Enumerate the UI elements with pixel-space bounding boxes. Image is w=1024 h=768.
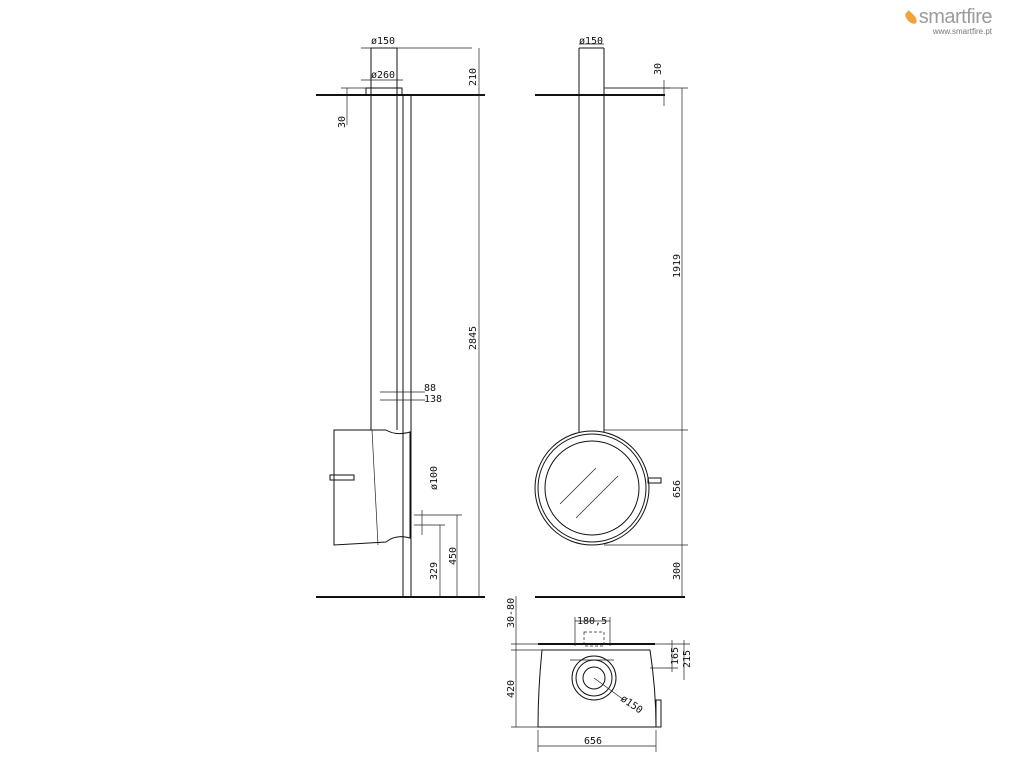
top-dim-165: 165	[670, 647, 681, 665]
brand-logo: smartfire www.smartfire.pt	[902, 6, 993, 36]
side-handle	[329, 474, 355, 481]
side-dim-88: 88	[424, 383, 436, 394]
side-d-air-inlet: ø100	[429, 466, 440, 490]
top-collar-dashed	[583, 631, 605, 647]
side-dim-2845: 2845	[468, 326, 479, 350]
side-dim-329: 329	[429, 562, 440, 580]
front-stove-outer	[534, 430, 650, 546]
front-glass-reflection-2	[575, 475, 619, 519]
front-glass-reflection-1	[559, 467, 597, 505]
side-dim-450: 450	[448, 547, 459, 565]
brand-url: www.smartfire.pt	[932, 27, 992, 36]
side-dim-210: 210	[468, 68, 479, 86]
top-dim-656: 656	[584, 736, 602, 747]
top-view: 30-80 180,5 165 215 420 ø150 656	[506, 596, 693, 752]
top-d-flue: ø150	[618, 693, 644, 716]
brand-wordmark: smartfire	[902, 6, 993, 29]
front-view: ø150 30 1919 656 300	[534, 36, 688, 598]
side-dim-30: 30	[337, 116, 348, 128]
front-dim-1919: 1919	[672, 254, 683, 278]
side-collar	[365, 87, 403, 96]
top-dim-420: 420	[506, 680, 517, 698]
top-dim-215: 215	[682, 650, 693, 668]
top-flue-outer	[571, 655, 617, 701]
front-glass	[544, 440, 640, 536]
front-dim-300: 300	[672, 562, 683, 580]
top-flue-inner	[582, 666, 606, 690]
side-stove-curve	[371, 429, 379, 546]
front-handle	[647, 477, 662, 484]
side-d-flue-top: ø150	[371, 36, 395, 47]
top-dim-180-5: 180,5	[577, 616, 607, 627]
top-handle	[655, 699, 662, 728]
side-dim-138: 138	[424, 394, 442, 405]
brand-name: smartfire	[918, 6, 993, 28]
front-dim-656: 656	[672, 480, 683, 498]
side-view: ø150 ø260 210 30 2845 88 138 ø100 329 45…	[316, 36, 485, 598]
front-d-flue-top: ø150	[579, 36, 603, 47]
side-stove-body	[333, 429, 411, 546]
side-d-collar: ø260	[371, 70, 395, 81]
top-dim-30-80: 30-80	[506, 598, 517, 628]
front-dim-30: 30	[653, 63, 664, 75]
